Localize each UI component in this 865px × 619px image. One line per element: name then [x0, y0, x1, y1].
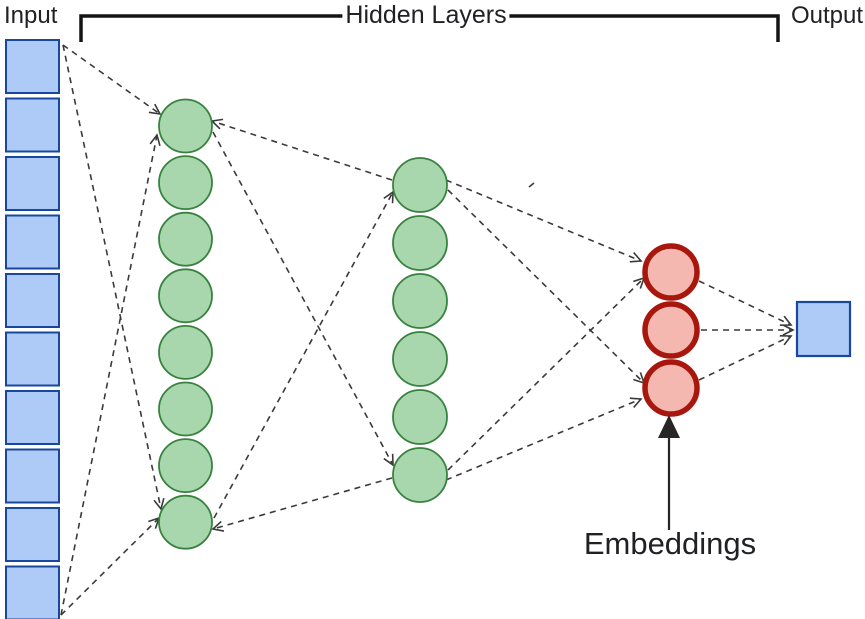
- input-label: Input: [4, 2, 58, 29]
- input-node: [5, 156, 60, 211]
- connector-line: [62, 44, 162, 116]
- connector-line: [698, 280, 793, 326]
- input-layer: [5, 39, 60, 619]
- connector-line: [212, 131, 394, 467]
- output-node: [795, 300, 852, 358]
- embedding-node: [642, 243, 700, 301]
- hidden1-node: [158, 155, 213, 211]
- input-node: [5, 331, 60, 387]
- connector-line: [60, 516, 161, 616]
- connector-line: [60, 133, 161, 616]
- embedding-node: [642, 301, 700, 359]
- hidden1-node: [158, 438, 213, 494]
- connector-line: [447, 276, 646, 471]
- bracket-left: [79, 14, 348, 42]
- hidden1-node: [158, 494, 213, 550]
- embeddings-layer: [642, 243, 700, 417]
- connector-line: [62, 44, 165, 511]
- connector-line: [447, 189, 646, 385]
- connector-lines: [60, 44, 795, 616]
- input-node: [5, 390, 60, 445]
- input-node: [5, 97, 60, 153]
- hidden2-node: [392, 331, 448, 387]
- input-node: [5, 448, 60, 504]
- pointer-arrowhead: [658, 415, 680, 438]
- hidden2-node: [392, 389, 448, 445]
- input-node: [5, 507, 60, 562]
- connector-line: [210, 118, 393, 181]
- hidden-layer-2: [392, 157, 448, 503]
- connector-line: [213, 190, 394, 519]
- hidden-layer-1: [158, 98, 213, 550]
- hidden2-node: [392, 447, 448, 503]
- hidden2-node: [392, 215, 448, 271]
- hidden2-node: [392, 157, 448, 213]
- stray-dash: [528, 182, 535, 188]
- embeddings-label: Embeddings: [583, 526, 757, 561]
- input-node: [5, 565, 60, 619]
- hidden1-node: [158, 211, 213, 267]
- hidden-layers-label: Hidden Layers: [342, 1, 510, 30]
- input-node: [5, 273, 60, 328]
- connector-line: [698, 335, 793, 381]
- input-node: [5, 39, 60, 94]
- output-layer: [795, 300, 852, 358]
- connector-line: [211, 477, 393, 532]
- hidden2-node: [392, 273, 448, 329]
- bracket-right: [504, 14, 780, 42]
- hidden1-node: [158, 324, 213, 380]
- connector-line: [445, 397, 643, 481]
- output-label: Output: [791, 2, 864, 29]
- hidden-layers-bracket: [79, 14, 780, 42]
- embeddings-pointer-arrow: [658, 415, 680, 530]
- hidden1-node: [158, 381, 213, 437]
- hidden1-node: [158, 98, 213, 154]
- hidden1-node: [158, 268, 213, 324]
- connector-line: [445, 179, 643, 263]
- embedding-node: [642, 359, 700, 417]
- input-node: [5, 214, 60, 270]
